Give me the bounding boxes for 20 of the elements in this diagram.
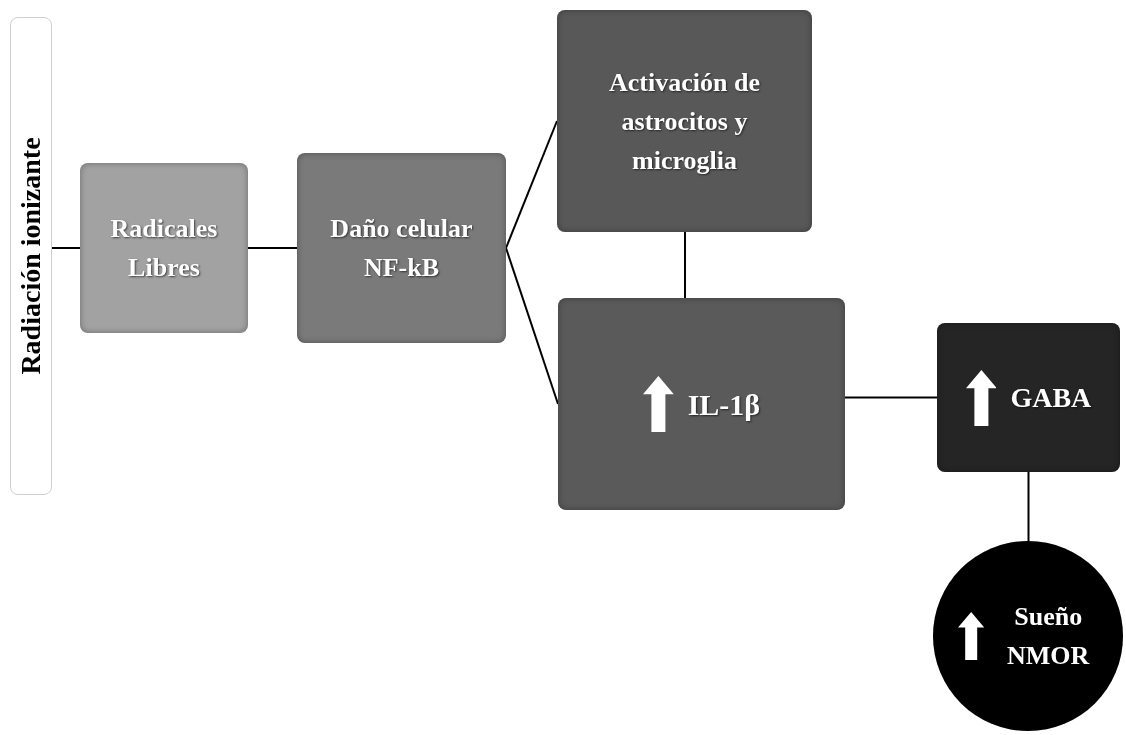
- connector-line: [505, 120, 558, 249]
- process-box: [558, 298, 845, 510]
- node-text: Activación de astrocitos y microglia: [608, 66, 761, 177]
- node-text: GABA: [1010, 380, 1092, 415]
- process-box: [80, 163, 248, 333]
- node-text: Radicales Libres: [109, 213, 219, 284]
- connector-line: [505, 247, 559, 405]
- connector-line: [684, 231, 686, 299]
- node-text: Daño celular NF-kB: [329, 213, 474, 284]
- connector-line: [247, 247, 298, 249]
- node-text: Radiación ionizante: [15, 137, 47, 375]
- node-text: Sueño NMOR: [1006, 601, 1091, 672]
- node-text: IL-1β: [687, 386, 761, 423]
- connector-line: [844, 396, 938, 399]
- process-box: [937, 323, 1120, 472]
- process-box: [297, 153, 506, 343]
- label-box: [10, 17, 52, 495]
- process-box: [557, 10, 812, 232]
- connector-line: [51, 247, 81, 249]
- connector-line: [1027, 471, 1030, 542]
